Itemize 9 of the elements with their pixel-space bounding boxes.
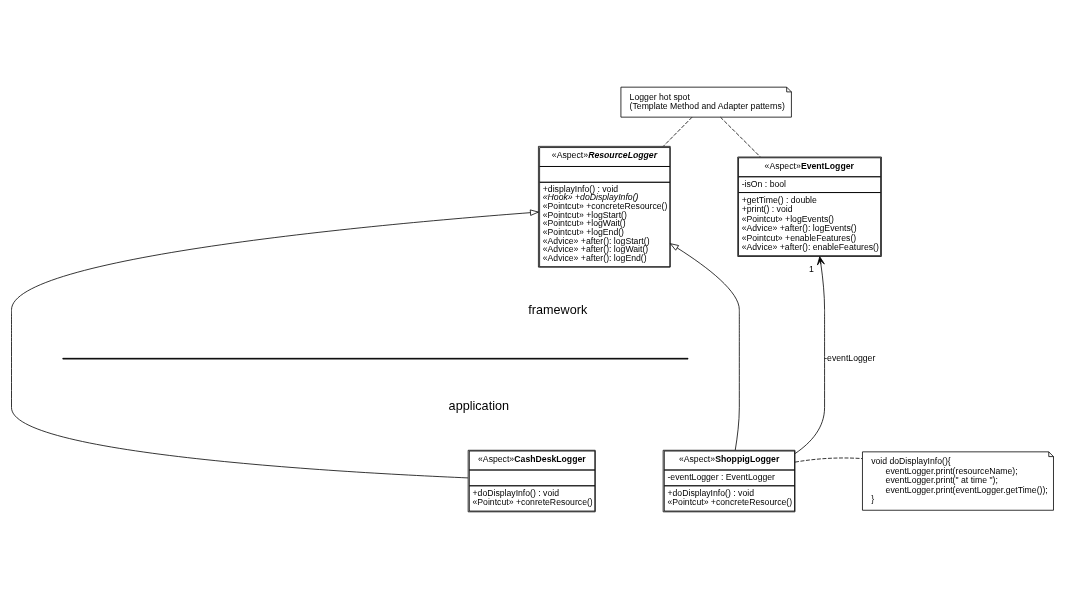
label: framework [528,302,588,317]
connector [662,116,693,147]
arrow [670,242,740,450]
label: application [448,398,510,413]
connector [794,457,863,462]
arrow [11,209,539,478]
label: 1 [809,263,814,274]
arrow [794,255,825,454]
connector [720,116,761,157]
